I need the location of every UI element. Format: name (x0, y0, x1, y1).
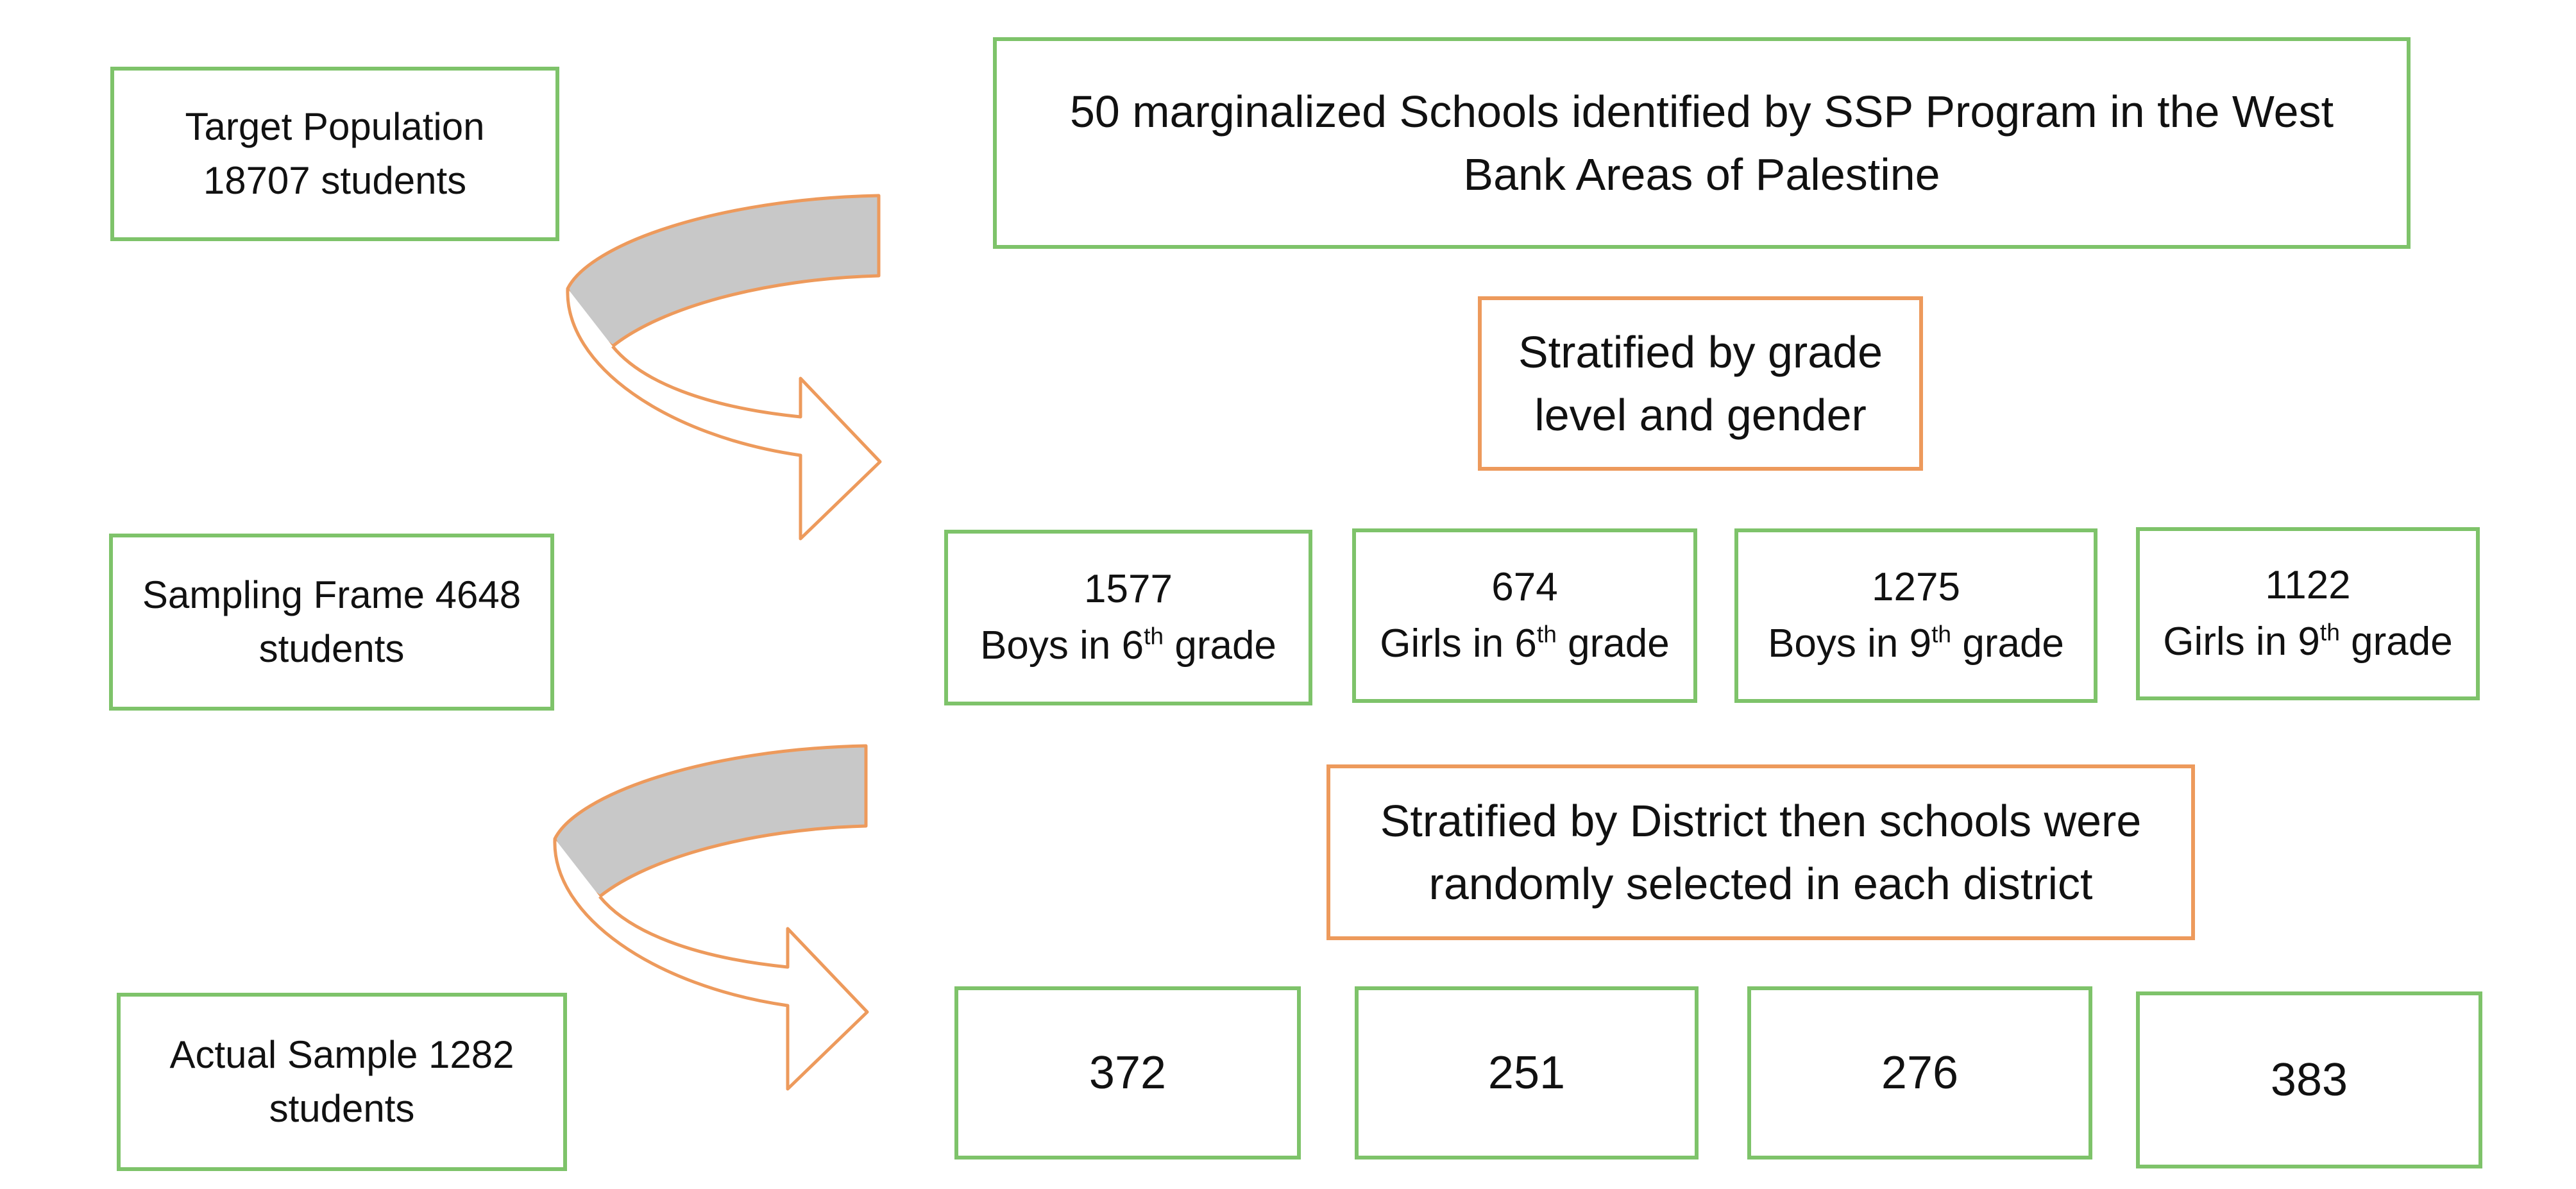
target-population-box: Target Population 18707 students (110, 67, 559, 241)
stratum-label: Boys in 6th grade (980, 622, 1276, 668)
target-population-count: 18707 students (203, 159, 467, 202)
curved-arrow-icon (553, 744, 869, 1091)
stratum-label: Boys in 9th grade (1768, 620, 2064, 666)
stratified-grade-box: Stratified by grade level and gender (1478, 296, 1923, 471)
sample-box: 372 (954, 986, 1301, 1159)
sample-box: 251 (1355, 986, 1699, 1159)
sample-count: 383 (2270, 1054, 2348, 1106)
stratified-grade-line2: level and gender (1534, 390, 1867, 440)
stratum-label: Girls in 9th grade (2163, 618, 2453, 664)
schools-box: 50 marginalized Schools identified by SS… (993, 37, 2411, 249)
stratified-grade-line1: Stratified by grade (1518, 327, 1883, 377)
sampling-frame-unit: students (258, 627, 405, 670)
sampling-frame-box: Sampling Frame 4648 students (109, 534, 554, 711)
sample-count: 276 (1881, 1047, 1959, 1099)
target-population-label: Target Population (185, 105, 485, 148)
stratum-count: 1275 (1872, 565, 1960, 609)
sample-box: 383 (2136, 991, 2482, 1168)
curved-arrow-icon (566, 194, 882, 541)
stratum-count: 1122 (2265, 563, 2351, 607)
stratified-district-line1: Stratified by District then schools were (1380, 796, 2142, 846)
stratum-box: 1275 Boys in 9th grade (1734, 528, 2097, 703)
stratum-count: 674 (1491, 565, 1558, 609)
sample-box: 276 (1747, 986, 2092, 1159)
stratum-count: 1577 (1084, 567, 1173, 611)
stratum-box: 674 Girls in 6th grade (1352, 528, 1697, 703)
actual-sample-unit: students (269, 1087, 415, 1130)
stratum-label: Girls in 6th grade (1380, 620, 1670, 666)
schools-text-line1: 50 marginalized Schools identified by SS… (1069, 87, 2334, 137)
stratum-box: 1122 Girls in 9th grade (2136, 527, 2480, 700)
schools-text-line2: Bank Areas of Palestine (1463, 149, 1940, 199)
sample-count: 251 (1487, 1047, 1566, 1099)
sampling-frame-label: Sampling Frame 4648 (142, 573, 521, 616)
sample-count: 372 (1089, 1047, 1167, 1099)
stratified-district-line2: randomly selected in each district (1428, 859, 2093, 909)
stratum-box: 1577 Boys in 6th grade (944, 530, 1312, 705)
stratified-district-box: Stratified by District then schools were… (1326, 764, 2195, 940)
actual-sample-box: Actual Sample 1282 students (117, 993, 567, 1171)
actual-sample-label: Actual Sample 1282 (169, 1033, 514, 1076)
